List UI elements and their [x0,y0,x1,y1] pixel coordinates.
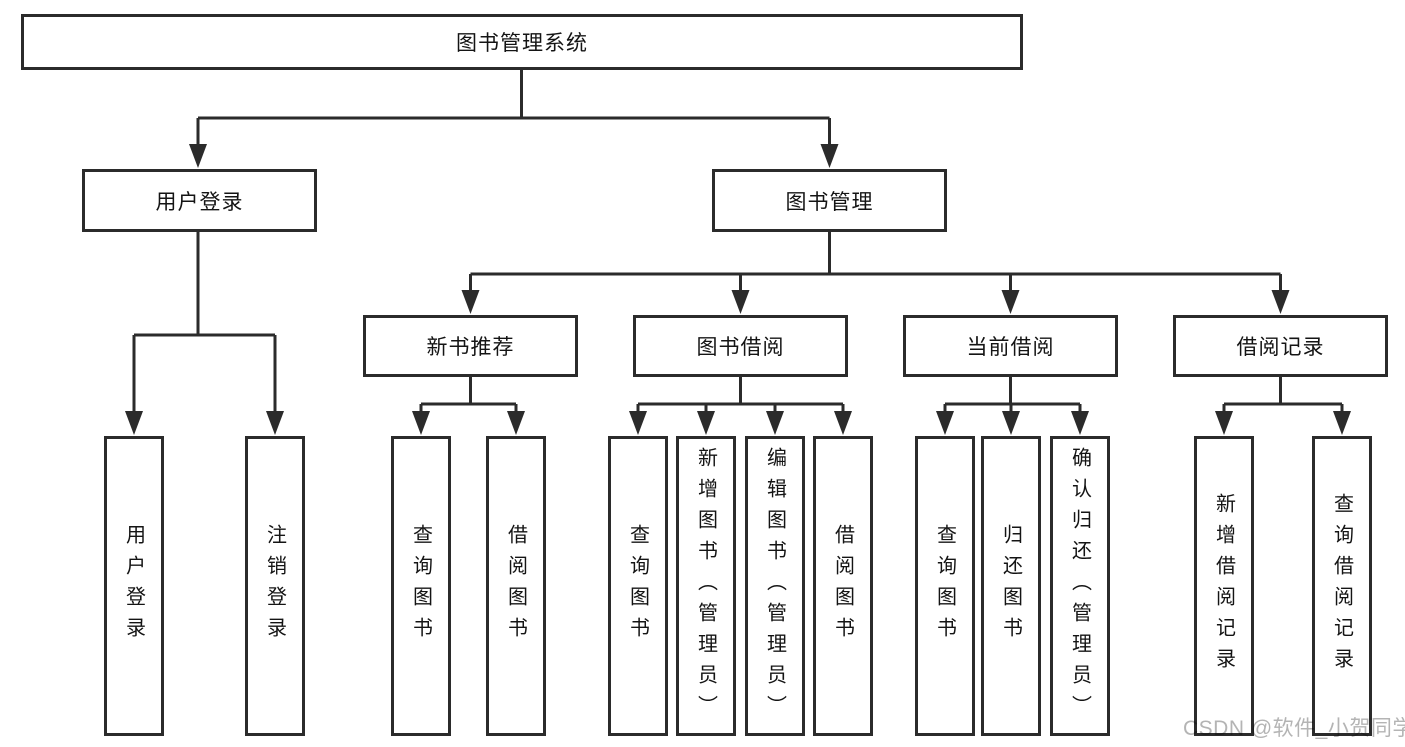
arrow-down-icon [936,411,954,435]
leaf-confirm-return-admin-label: 确认归还（管理员） [1068,446,1091,726]
node-book-borrow-label: 图书借阅 [696,336,785,359]
arrow-down-icon [766,411,784,435]
leaf-user-login: 用户登录 [104,436,164,736]
leaf-query-books-recommend: 查询图书 [391,436,451,736]
connector-book-borrow [636,377,845,418]
node-new-book-recommend-label: 新书推荐 [426,336,515,359]
node-book-management: 图书管理 [712,169,947,232]
arrow-down-icon [1002,411,1020,435]
arrow-down-icon [1333,411,1351,435]
leaf-borrow-books-recommend-label: 借阅图书 [504,524,527,648]
connector-book-management [469,232,1282,296]
connector-new-book-recommend [419,377,518,418]
arrow-down-icon [507,411,525,435]
leaf-edit-book-admin-label: 编辑图书（管理员） [763,446,786,726]
node-user-login-label: 用户登录 [155,190,244,214]
node-current-borrow: 当前借阅 [903,315,1118,377]
connector-borrow-records [1222,377,1344,418]
leaf-query-books-recommend-label: 查询图书 [409,524,432,648]
leaf-return-book-label: 归还图书 [999,524,1022,648]
arrow-down-icon [731,290,750,314]
csdn-watermark: CSDN @软件_小贺同学 [1183,717,1405,740]
leaf-add-borrow-record: 新增借阅记录 [1194,436,1254,736]
leaf-borrow-books-label: 借阅图书 [831,524,854,648]
leaf-borrow-books-recommend: 借阅图书 [486,436,546,736]
leaf-query-books-borrow: 查询图书 [608,436,668,736]
arrow-down-icon [820,144,839,168]
leaf-query-books-borrow-label: 查询图书 [626,524,649,648]
leaf-query-books-current-label: 查询图书 [933,524,956,648]
arrowheads [125,144,1351,435]
arrow-down-icon [1215,411,1233,435]
node-root: 图书管理系统 [21,14,1023,70]
leaf-query-borrow-record: 查询借阅记录 [1312,436,1372,736]
node-borrow-records-label: 借阅记录 [1236,336,1325,359]
arrow-down-icon [125,411,143,435]
arrow-down-icon [1071,411,1089,435]
leaf-query-books-current: 查询图书 [915,436,975,736]
leaf-user-login-label: 用户登录 [122,524,145,648]
leaf-query-borrow-record-label: 查询借阅记录 [1330,493,1353,679]
arrow-down-icon [189,144,207,168]
leaf-confirm-return-admin: 确认归还（管理员） [1050,436,1110,736]
node-user-login: 用户登录 [82,169,317,232]
node-root-label: 图书管理系统 [456,32,588,55]
leaf-add-borrow-record-label: 新增借阅记录 [1212,493,1235,679]
node-new-book-recommend: 新书推荐 [363,315,578,377]
node-book-borrow: 图书借阅 [633,315,848,377]
connector-user-login [132,232,277,418]
arrow-down-icon [697,411,715,435]
arrow-down-icon [461,290,480,314]
leaf-return-book: 归还图书 [981,436,1041,736]
connector-root [196,70,831,150]
leaf-edit-book-admin: 编辑图书（管理员） [745,436,805,736]
arrow-down-icon [266,411,284,435]
node-current-borrow-label: 当前借阅 [966,336,1055,359]
node-book-management-label: 图书管理 [785,190,874,214]
arrow-down-icon [834,411,852,435]
arrow-down-icon [1271,290,1290,314]
leaf-add-book-admin-label: 新增图书（管理员） [694,446,717,726]
leaf-logout-label: 注销登录 [263,524,286,648]
leaf-add-book-admin: 新增图书（管理员） [676,436,736,736]
arrow-down-icon [629,411,647,435]
leaf-borrow-books: 借阅图书 [813,436,873,736]
arrow-down-icon [1001,290,1020,314]
arrow-down-icon [412,411,430,435]
node-borrow-records: 借阅记录 [1173,315,1388,377]
leaf-logout: 注销登录 [245,436,305,736]
